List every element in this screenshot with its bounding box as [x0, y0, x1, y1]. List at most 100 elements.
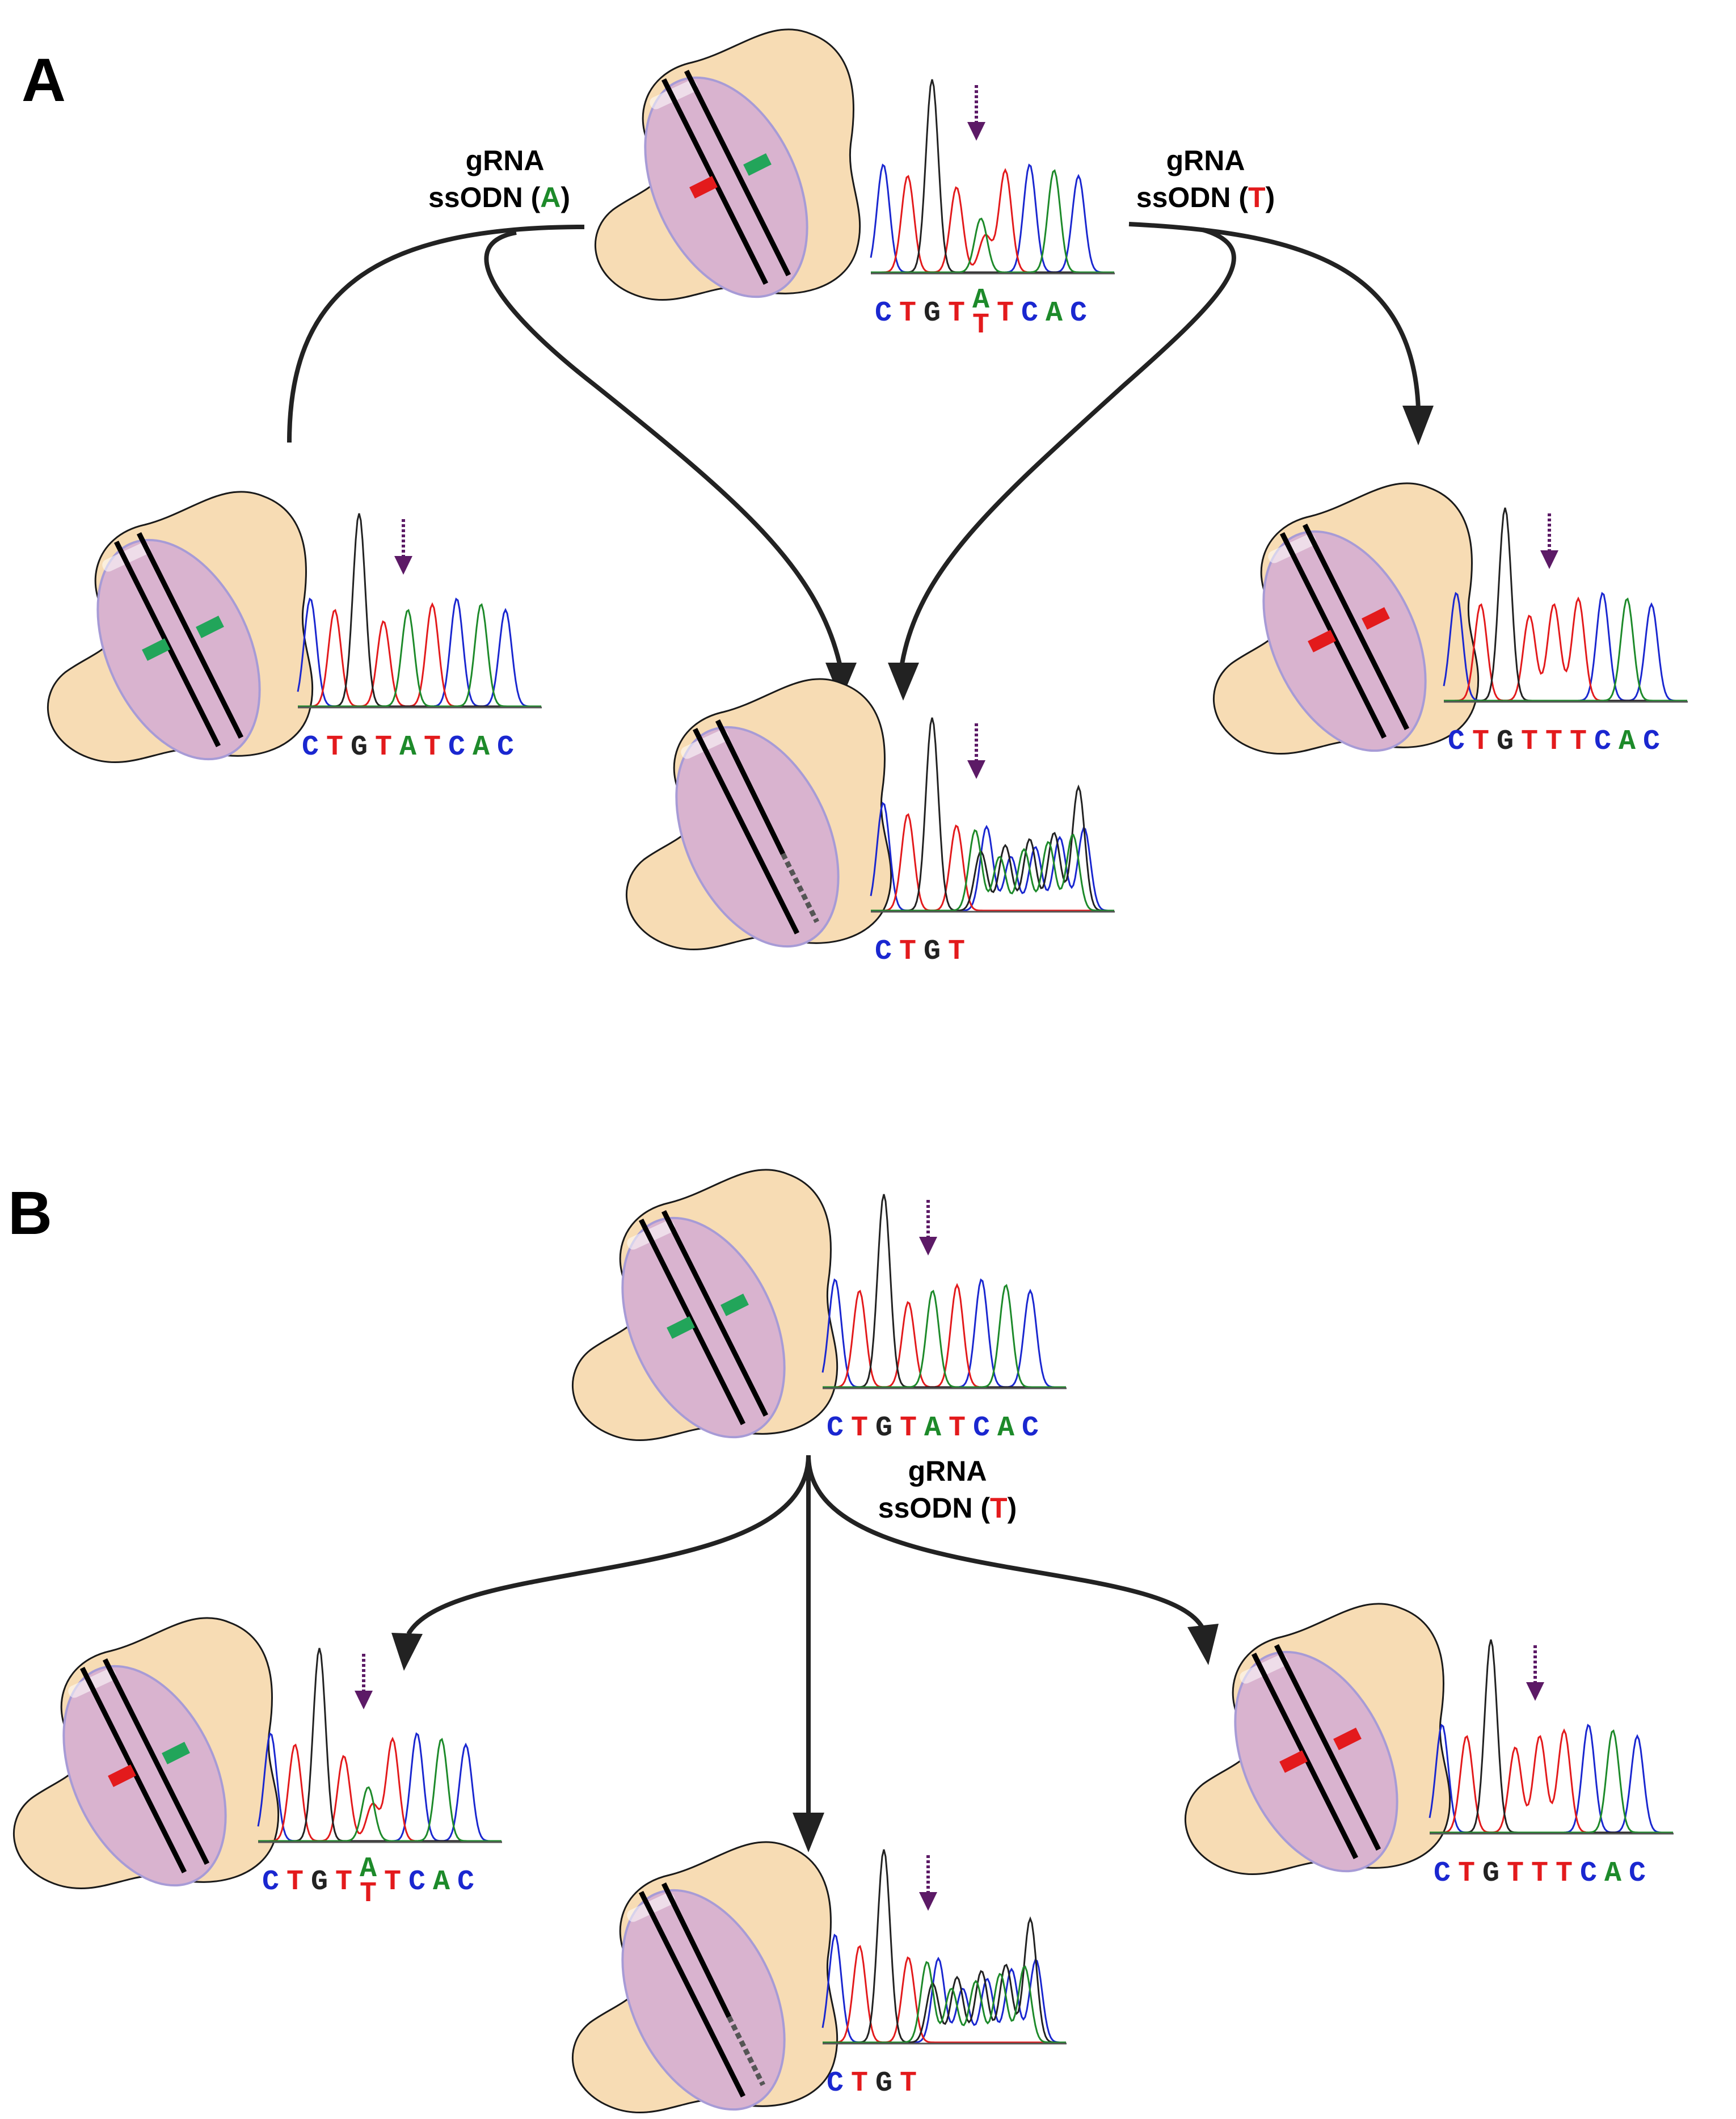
arrow-top-to-right [1128, 222, 1421, 409]
arrows-panel-b [391, 1455, 1219, 1852]
base-letter: T [1507, 1857, 1524, 1890]
base-letter: T [375, 731, 392, 764]
base-letter: C [1434, 1857, 1451, 1890]
cell-icon [12, 1617, 280, 1890]
base-letter: C [827, 1412, 844, 1444]
allele-marker [667, 1316, 695, 1339]
base-letter: C [1643, 726, 1660, 758]
base-letter: C [1594, 726, 1611, 758]
nucleus-ellipse [644, 76, 808, 298]
base-letter: C [1580, 1857, 1597, 1890]
base-letter: T [1458, 1857, 1475, 1890]
base-letter: T [1545, 726, 1562, 758]
allele-marker [162, 1742, 190, 1764]
base-letter: T [948, 936, 965, 968]
chromosome-icon [113, 532, 244, 748]
annotation-gRNA-label: gRNA [908, 1455, 987, 1487]
base-letter: A [924, 1412, 941, 1444]
purple-arrow-icon [394, 519, 412, 575]
chromatogram-trace [871, 813, 1114, 912]
nucleus-ellipse [96, 538, 261, 761]
base-letter: C [497, 731, 514, 764]
base-letter: T [900, 2067, 917, 2100]
base-letter: T [424, 731, 441, 764]
ssodn-allele-a: A [540, 182, 561, 213]
annotation-ssodn-label: ssODN (T) [878, 1492, 1017, 1524]
base-letter: C [1448, 726, 1465, 758]
base-letter: C [448, 731, 465, 764]
chromosome-line [1274, 1644, 1381, 1851]
base-letter: G [924, 297, 941, 330]
arrowhead-center-left [825, 663, 857, 701]
chromosome-icon [661, 69, 791, 285]
purple-arrow-icon [919, 1200, 937, 1256]
annotation-b-center: gRNA ssODN (T) [878, 1455, 1017, 1524]
base-letter: A [1604, 1857, 1621, 1890]
chromatogram-trace [1430, 1728, 1673, 1834]
base-letter: G [311, 1866, 328, 1898]
nucleus-icon [1234, 1650, 1398, 1873]
arrows-panel-a [287, 222, 1434, 701]
arrowhead-b-left [391, 1633, 423, 1671]
marker-arrow-head [394, 556, 412, 575]
chromatogram-trace [823, 1961, 1066, 2044]
chromatogram-trace [1430, 1729, 1673, 1834]
chromatogram-trace [298, 603, 541, 707]
base-letter: C [973, 1412, 990, 1444]
allele-marker [1362, 607, 1390, 630]
arrow-left-to-top [287, 225, 585, 443]
purple-arrow-icon [919, 1855, 937, 1911]
chromatogram-trace [871, 168, 1114, 273]
base-letter: A [433, 1866, 450, 1898]
chromosome-line [1302, 523, 1410, 731]
allele-marker [720, 1294, 749, 1316]
base-letter: C [408, 1866, 425, 1898]
base-letter: G [351, 731, 368, 764]
base-letter: A [399, 731, 416, 764]
purple-arrow-icon [1540, 513, 1558, 569]
base-letter: T [899, 936, 916, 968]
marker-arrow-head [919, 1892, 937, 1911]
purple-arrow-icon [1526, 1645, 1544, 1701]
ssodn-suffix: ) [561, 182, 570, 213]
base-letter: G [1482, 1857, 1499, 1890]
base-letter: T [900, 1412, 917, 1444]
chromatogram-trace [257, 1732, 502, 1842]
base-letter: C [875, 297, 892, 330]
base-letter: C [302, 731, 319, 764]
chromosome-icon [79, 1658, 210, 1874]
base-letter: C [1629, 1857, 1646, 1890]
cell-icon [594, 28, 861, 301]
arrowhead-b-right [1187, 1624, 1219, 1665]
chromatogram-trace [258, 1738, 502, 1842]
chromosome-deleted-segment [780, 852, 820, 924]
annotation-gRNA-label: gRNA [466, 145, 545, 176]
base-letter-lower: T [360, 1878, 377, 1910]
ssodn-suffix: ) [1266, 182, 1275, 213]
nucleus-icon [621, 1216, 786, 1439]
base-letter: A [997, 1412, 1014, 1444]
base-letter: G [1497, 726, 1514, 758]
base-letter: T [1531, 1857, 1548, 1890]
chromosome-icon [1279, 523, 1410, 739]
nucleus-icon [1262, 530, 1427, 752]
arrow-b-to-right [806, 1455, 1205, 1629]
base-letter: G [875, 2067, 892, 2100]
base-letter: A [473, 731, 490, 764]
chromatogram-trace [823, 1284, 1066, 1388]
marker-arrow-head [1540, 550, 1558, 569]
base-letter: A [1619, 726, 1636, 758]
chromosome-line [684, 69, 791, 277]
allele-marker [1308, 630, 1336, 652]
allele-marker [743, 153, 772, 176]
ssodn-suffix: ) [1008, 1492, 1017, 1524]
base-letter: T [286, 1866, 304, 1898]
